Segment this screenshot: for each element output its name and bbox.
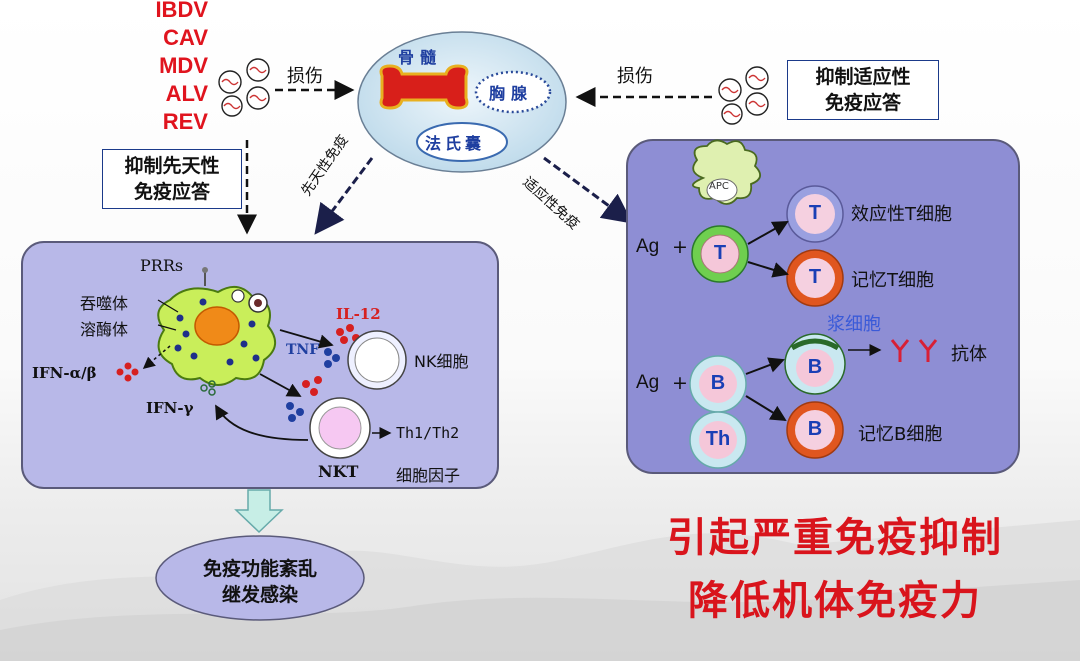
virus-name: REV: [162, 109, 208, 134]
box-line: 免疫应答: [133, 181, 210, 203]
outcome-line: 免疫功能紊乱: [202, 558, 317, 580]
bursa-label: 法氏囊: [425, 134, 486, 153]
innate-suppression-box: 抑制先天性 免疫应答: [102, 149, 242, 209]
virus-name: IBDV: [155, 0, 208, 22]
il12-label: IL-12: [336, 305, 381, 323]
apc-label: APC: [709, 181, 729, 192]
t-cell-letter: T: [713, 242, 727, 264]
ag-label: Ag: [636, 372, 660, 393]
effector-t-label: 效应性T细胞: [851, 204, 952, 225]
plus-sign: +: [672, 372, 688, 394]
thymus-label: 胸腺: [489, 84, 534, 103]
effector-t-letter: T: [808, 202, 822, 224]
virus-list: IBDV CAV MDV ALV REV: [118, 0, 208, 136]
conclusion-line-2: 降低机体免疫力: [688, 578, 982, 624]
outcome-ellipse: [155, 535, 365, 621]
macrophage-granules: [174, 298, 260, 366]
th-cell-letter: Th: [705, 428, 731, 450]
nkt-label: NKT: [318, 462, 359, 481]
th-label: Th1/Th2: [396, 424, 460, 442]
lysosome-label: 溶酶体: [80, 320, 129, 339]
plasma-label: 浆细胞: [827, 314, 881, 335]
adaptive-suppression-box: 抑制适应性 免疫应答: [787, 60, 939, 120]
b-cell-letter: B: [710, 372, 726, 394]
ifn-ab-label: IFN-α/β: [32, 364, 97, 382]
damage-label-right: 损伤: [617, 66, 653, 87]
plasma-b-letter: B: [807, 356, 823, 378]
memory-t-label: 记忆T细胞: [851, 270, 934, 291]
down-arrow: [234, 489, 284, 534]
virus-icon-left: [218, 58, 270, 117]
box-line: 抑制适应性: [815, 66, 911, 88]
nk-label: NK细胞: [414, 352, 469, 371]
virus-name: ALV: [165, 81, 208, 106]
cytokine-label: 细胞因子: [396, 466, 461, 485]
memory-b-label: 记忆B细胞: [858, 424, 943, 445]
memory-t-letter: T: [808, 266, 822, 288]
plus-sign: +: [672, 236, 688, 258]
conclusion-line-1: 引起严重免疫抑制: [667, 515, 1003, 561]
bone-marrow-label: 骨髓: [398, 48, 443, 67]
outcome-text: 免疫功能紊乱 继发感染: [160, 556, 360, 608]
phagosome-label: 吞噬体: [80, 294, 129, 313]
damage-label-left: 损伤: [287, 66, 323, 87]
virus-name: CAV: [163, 25, 208, 50]
box-line: 抑制先天性: [124, 155, 220, 177]
box-line: 免疫应答: [824, 92, 901, 114]
outcome-line: 继发感染: [221, 584, 298, 606]
bone-marrow-icon: [379, 64, 469, 110]
virus-icon-right: [718, 66, 769, 125]
prrs-label: PRRs: [140, 256, 184, 275]
tnf-label: TNF: [286, 342, 320, 358]
memory-b-letter: B: [807, 418, 823, 440]
ifn-g-label: IFN-γ: [146, 399, 194, 417]
macrophage-nucleus: [194, 306, 240, 346]
antibody-label: 抗体: [951, 344, 987, 365]
bursa-shape: [416, 122, 508, 162]
virus-name: MDV: [159, 53, 208, 78]
ag-label: Ag: [636, 236, 660, 257]
antibody-icon: [890, 339, 938, 362]
thymus-shape: [474, 70, 552, 114]
